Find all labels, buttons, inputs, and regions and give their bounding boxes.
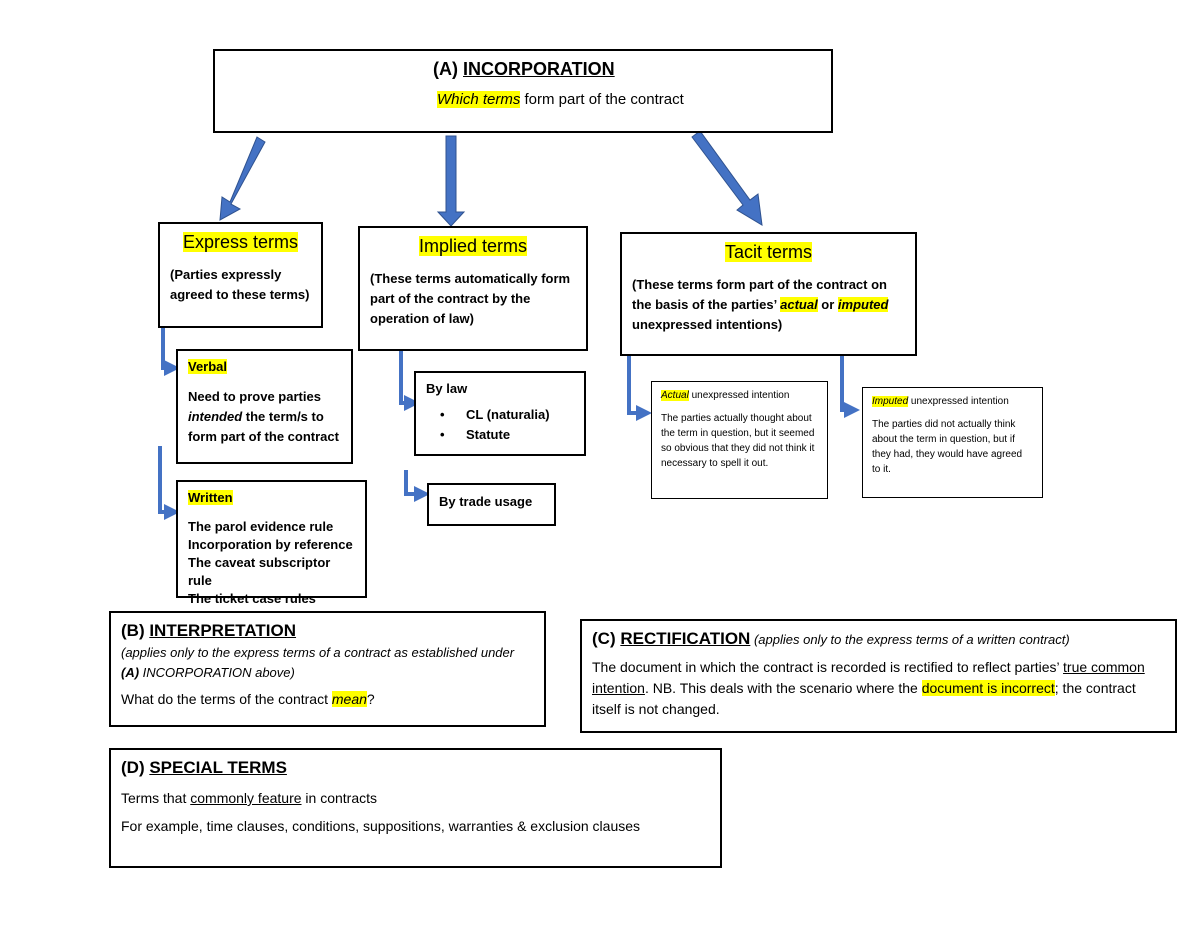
rectification-title-main: RECTIFICATION xyxy=(620,629,751,648)
interpretation-question-b: ? xyxy=(366,691,375,707)
special-terms-box: (D) SPECIAL TERMS Terms that commonly fe… xyxy=(109,748,722,868)
express-terms-title: Express terms xyxy=(170,232,311,253)
rectification-text-3: ; the contract itself is not changed. xyxy=(592,680,1136,717)
rectification-text-highlight: document is incorrect xyxy=(921,680,1055,696)
special-terms-title: (D) SPECIAL TERMS xyxy=(121,758,710,778)
by-law-box: By law CL (naturalia) Statute xyxy=(414,371,586,456)
by-law-list: CL (naturalia) Statute xyxy=(426,405,574,445)
by-law-title: By law xyxy=(426,381,468,396)
interpretation-note-c: INCORPORATION above) xyxy=(139,665,295,680)
written-item: The caveat subscriptor rule xyxy=(188,555,331,588)
rectification-text-2: . NB. This deals with the scenario where… xyxy=(644,680,922,696)
incorporation-title: (A) INCORPORATION xyxy=(433,59,615,80)
incorporation-box: (A) INCORPORATION Which terms form part … xyxy=(213,49,833,133)
rectification-title: (C) RECTIFICATION (applies only to the e… xyxy=(592,629,1165,649)
imputed-intention-text: The parties did not actually think about… xyxy=(872,419,1023,475)
incorporation-subtitle: Which terms form part of the contract xyxy=(437,91,684,108)
actual-intention-title: Actual unexpressed intention xyxy=(661,388,818,403)
express-terms-desc: (Parties expressly agreed to these terms… xyxy=(170,267,310,302)
interpretation-title: (B) INTERPRETATION xyxy=(121,621,534,641)
special-terms-line1-underline: commonly feature xyxy=(190,790,302,806)
written-title: Written xyxy=(188,488,355,508)
incorporation-sub-highlight: Which terms xyxy=(437,91,521,108)
arrow-implied-bylaw xyxy=(399,332,420,411)
interpretation-title-main: INTERPRETATION xyxy=(149,621,297,640)
incorporation-title-prefix: (A) xyxy=(433,59,463,79)
tacit-terms-box: Tacit terms (These terms form part of th… xyxy=(620,232,917,356)
imputed-intention-box: Imputed unexpressed intention The partie… xyxy=(862,387,1043,498)
implied-terms-title: Implied terms xyxy=(370,236,576,257)
trade-usage-box: By trade usage xyxy=(427,483,556,526)
tacit-terms-title-text: Tacit terms xyxy=(724,242,812,262)
arrow-express-verbal xyxy=(161,326,180,376)
express-terms-box: Express terms (Parties expressly agreed … xyxy=(158,222,323,328)
imputed-intention-title: Imputed unexpressed intention xyxy=(872,394,1033,409)
actual-intention-text: The parties actually thought about the t… xyxy=(661,413,815,469)
tacit-desc-a: (These terms form part of the contract o… xyxy=(632,277,887,312)
arrow-tacit-imputed xyxy=(840,344,860,418)
verbal-line1: Need to prove parties xyxy=(188,389,321,404)
imputed-intention-title-rest: unexpressed intention xyxy=(908,396,1009,407)
arrow-to-express xyxy=(219,136,266,221)
interpretation-note-a: (applies only to the express terms of a … xyxy=(121,645,515,660)
tacit-desc-b: unexpressed intentions) xyxy=(632,317,783,332)
interpretation-box: (B) INTERPRETATION (applies only to the … xyxy=(109,611,546,727)
interpretation-question: What do the terms of the contract mean? xyxy=(121,691,534,707)
verbal-italic: intended xyxy=(188,409,243,424)
special-terms-title-main: SPECIAL TERMS xyxy=(149,758,287,777)
by-law-item: Statute xyxy=(440,425,574,445)
implied-terms-title-text: Implied terms xyxy=(418,236,528,256)
special-terms-line1-a: Terms that xyxy=(121,790,191,806)
arrow-tacit-actual xyxy=(627,344,652,421)
special-terms-line1: Terms that commonly feature in contracts xyxy=(121,790,710,806)
rectification-note: (applies only to the express terms of a … xyxy=(750,632,1070,647)
actual-intention-title-rest: unexpressed intention xyxy=(688,390,790,401)
by-law-item: CL (naturalia) xyxy=(440,405,574,425)
arrow-to-implied xyxy=(436,135,466,227)
arrow-implied-trade xyxy=(404,470,430,502)
incorporation-title-main: INCORPORATION xyxy=(463,59,615,79)
implied-terms-box: Implied terms (These terms automatically… xyxy=(358,226,588,351)
trade-usage-text: By trade usage xyxy=(439,494,533,509)
tacit-desc-or: or xyxy=(817,297,838,312)
arrow-to-tacit xyxy=(691,130,763,226)
tacit-terms-desc: (These terms form part of the contract o… xyxy=(632,275,905,335)
verbal-title-text: Verbal xyxy=(188,359,228,374)
actual-intention-box: Actual unexpressed intention The parties… xyxy=(651,381,828,499)
rectification-box: (C) RECTIFICATION (applies only to the e… xyxy=(580,619,1177,733)
special-terms-line2: For example, time clauses, conditions, s… xyxy=(121,818,641,834)
special-terms-title-prefix: (D) xyxy=(121,758,150,777)
verbal-title: Verbal xyxy=(188,357,341,377)
verbal-box: Verbal Need to prove parties intended th… xyxy=(176,349,353,464)
interpretation-note: (applies only to the express terms of a … xyxy=(121,643,534,683)
written-item: The ticket case rules xyxy=(188,591,316,606)
rectification-text-underline: true common intention xyxy=(592,659,1145,696)
incorporation-sub-rest: form part of the contract xyxy=(520,91,684,108)
rectification-text: The document in which the contract is re… xyxy=(592,657,1165,720)
interpretation-note-b: (A) xyxy=(121,665,140,680)
tacit-terms-title: Tacit terms xyxy=(632,242,905,263)
interpretation-title-prefix: (B) xyxy=(121,621,150,640)
written-item: Incorporation by reference xyxy=(188,537,353,552)
verbal-text: Need to prove parties intended the term/… xyxy=(188,387,341,447)
written-box: Written The parol evidence rule Incorpor… xyxy=(176,480,367,606)
express-terms-title-text: Express terms xyxy=(182,232,299,252)
special-terms-line1-b: in contracts xyxy=(301,790,378,806)
written-title-text: Written xyxy=(188,490,233,505)
tacit-desc-imputed: imputed xyxy=(837,297,889,312)
implied-terms-desc: (These terms automatically form part of … xyxy=(370,271,571,326)
rectification-text-1: The document in which the contract is re… xyxy=(592,659,1064,675)
interpretation-question-hl: mean xyxy=(331,691,367,707)
verbal-line2: the term/s to form part of the contract xyxy=(188,409,339,444)
arrow-express-written xyxy=(158,446,180,520)
interpretation-question-a: What do the terms of the contract xyxy=(121,691,332,707)
actual-intention-title-hl: Actual xyxy=(661,390,689,401)
imputed-intention-title-hl: Imputed xyxy=(872,396,909,407)
rectification-title-prefix: (C) xyxy=(592,629,621,648)
tacit-desc-actual: actual xyxy=(780,297,818,312)
written-item: The parol evidence rule xyxy=(188,519,334,534)
